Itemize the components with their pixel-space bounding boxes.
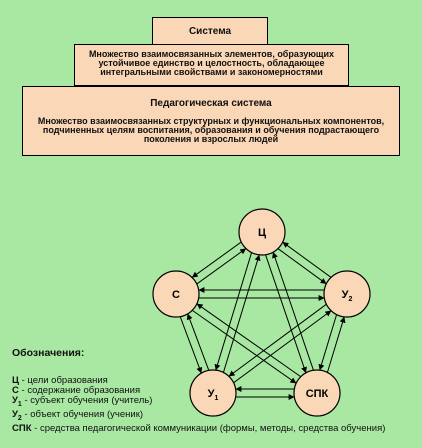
node-spk: СПК — [293, 369, 341, 417]
legend-key-subscript: 2 — [17, 414, 22, 422]
arrow-u1-to-c — [223, 254, 261, 373]
pedagogical-system-box: Педагогическая система Множество взаимос… — [22, 86, 400, 156]
legend-key: У — [12, 408, 18, 420]
node-label: Ц — [258, 227, 266, 239]
legend-item: СПК - средства педагогической коммуникац… — [12, 422, 412, 434]
node-circle — [323, 270, 371, 318]
node-circle — [293, 369, 341, 417]
arrow-u2-to-c — [282, 241, 332, 278]
legend-text: - субъект обучения (учитель) — [21, 395, 153, 406]
arrow-s-to-spk — [192, 310, 297, 384]
node-circle — [238, 208, 286, 256]
system-definition-box: Множество взаимосвязанных элементов, обр… — [74, 44, 349, 86]
arrow-spk-to-s — [196, 303, 301, 377]
node-label-subscript: 1 — [214, 395, 218, 402]
arrow-c-to-u2 — [277, 248, 327, 285]
legend-key: Ц — [12, 375, 19, 386]
arrow-u1-to-s — [186, 313, 210, 371]
arrow-c-to-spk — [265, 254, 307, 374]
arrow-u1-to-u2 — [233, 310, 332, 383]
node-circle — [152, 270, 200, 318]
legend-item: У1 - субъект обучения (учитель) — [12, 396, 412, 410]
graph-edges — [179, 241, 346, 400]
arrow-u2-to-spk — [318, 314, 337, 371]
arrow-s-to-c — [196, 248, 247, 285]
legend-text: - объект обучения (ученик) — [21, 408, 144, 420]
node-label: С — [172, 289, 180, 301]
legend-title: Обозначения: — [12, 347, 85, 359]
system-definition: Множество взаимосвязанных элементов, обр… — [88, 49, 335, 77]
node-circle — [189, 369, 237, 417]
arrow-spk-to-c — [272, 251, 314, 371]
node-label-subscript: 2 — [348, 296, 352, 303]
system-title-box: Система — [152, 17, 268, 46]
arrow-c-to-s — [191, 241, 242, 278]
system-title: Система — [188, 26, 232, 37]
legend-text: - содержание образования — [18, 385, 141, 396]
node-u1: У1 — [189, 369, 237, 417]
pedagogical-system-title: Педагогическая система — [150, 98, 272, 109]
arrow-c-to-u1 — [214, 252, 252, 371]
node-u2: У2 — [323, 270, 371, 318]
node-label: У1 — [208, 388, 219, 402]
node-c: Ц — [238, 208, 286, 256]
node-s: С — [152, 270, 200, 318]
legend-key: СПК — [12, 422, 32, 434]
pedagogical-system-definition: Множество взаимосвязанных структурных и … — [37, 116, 385, 144]
arrow-s-to-u1 — [179, 316, 203, 374]
legend-text: - цели образования — [18, 375, 108, 386]
legend-key: У — [12, 395, 18, 406]
node-label: СПК — [306, 388, 329, 400]
legend-item: У2 - объект обучения (ученик) — [12, 408, 412, 424]
legend-item: С - содержание образования — [12, 386, 412, 396]
legend-text: - средства педагогической коммуникации (… — [31, 422, 386, 434]
arrow-u2-to-u1 — [228, 304, 327, 377]
arrow-spk-to-u2 — [327, 316, 346, 373]
legend-key-subscript: 1 — [17, 400, 22, 408]
legend-key: С — [12, 385, 19, 396]
node-label: У2 — [342, 289, 353, 303]
legend-item: Ц - цели образования — [12, 376, 412, 386]
